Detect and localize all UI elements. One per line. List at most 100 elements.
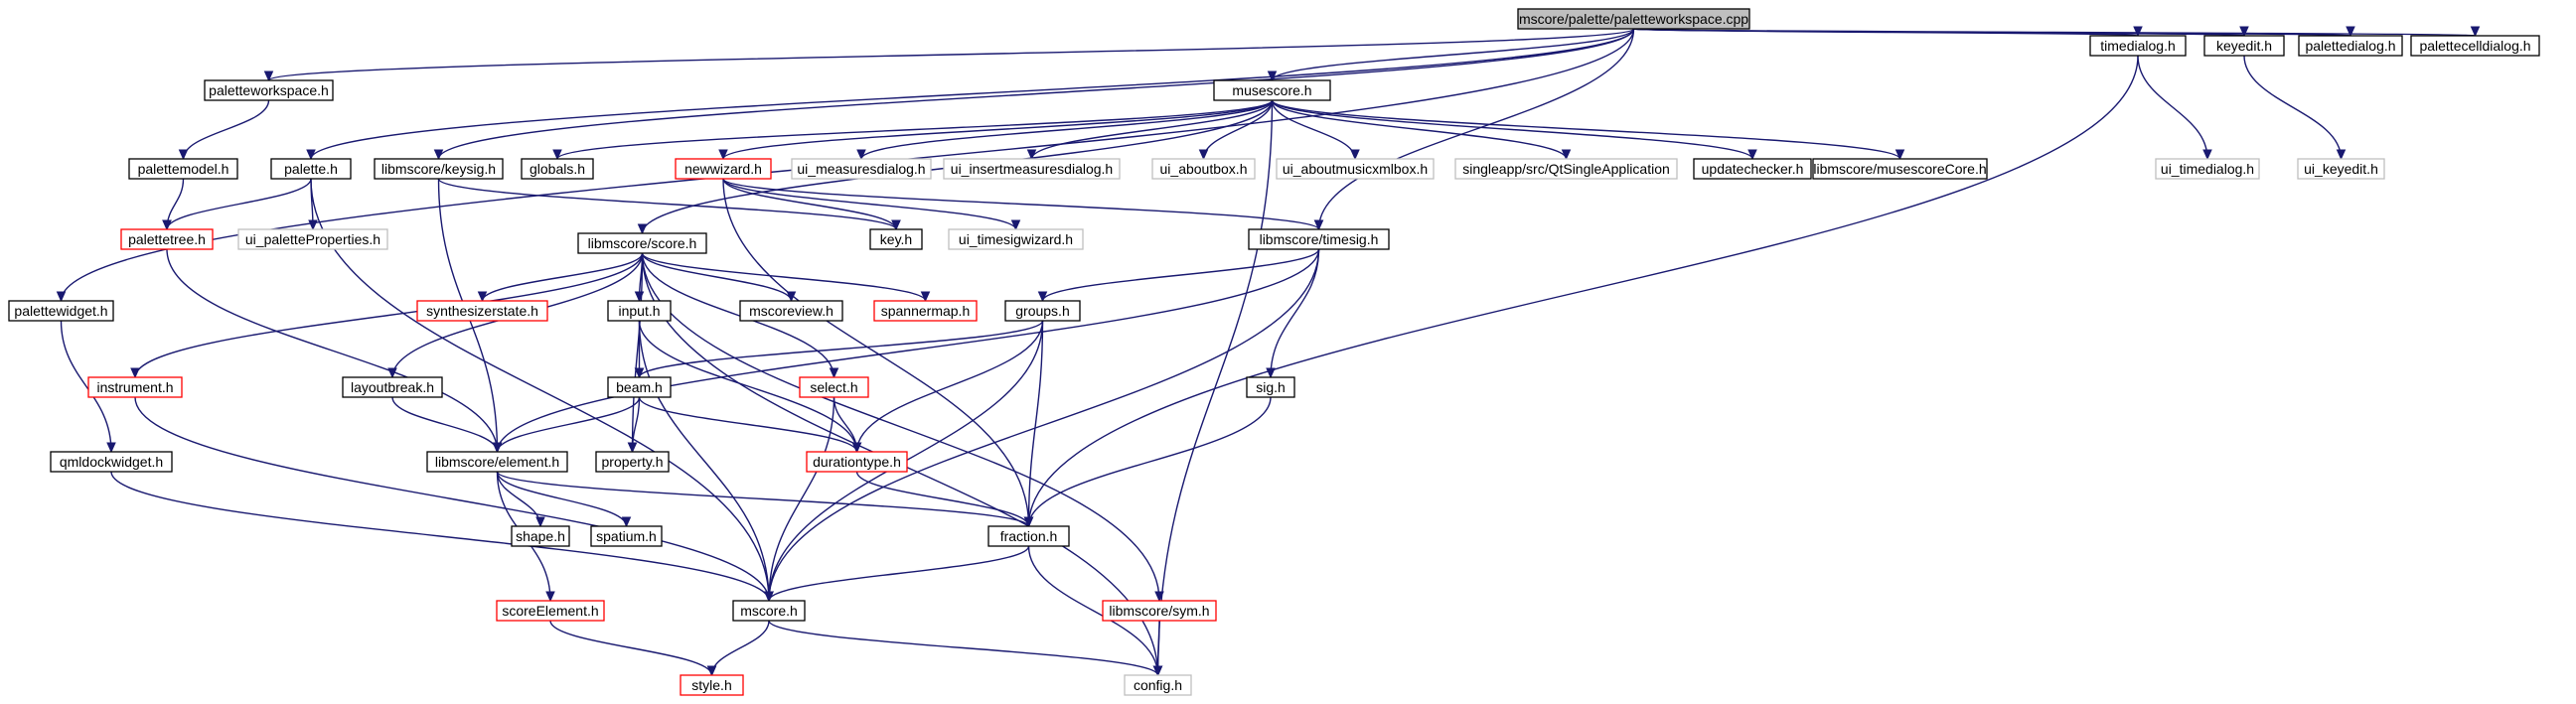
node-timedialog-h[interactable]: timedialog.h [2089,35,2187,57]
edge-arrowhead [621,516,632,528]
node-musescore-h[interactable]: musescore.h [1213,79,1331,101]
node-select-h[interactable]: select.h [799,376,869,398]
node-palettewidget-h[interactable]: palettewidget.h [8,300,114,322]
node-mscoreview-h[interactable]: mscoreview.h [739,300,843,322]
node-style-h[interactable]: style.h [680,674,744,696]
node-groups-h[interactable]: groups.h [1004,300,1081,322]
edge-arrowhead [2239,26,2249,38]
node-box [496,600,605,622]
node-keysig-h[interactable]: libmscore/keysig.h [374,158,504,180]
node-updatechecker-h[interactable]: updatechecker.h [1693,158,1812,180]
node-box [806,451,908,473]
edge-arrowhead [2202,149,2212,161]
edge-arrowhead [492,442,503,454]
edge-arrowhead [718,149,728,161]
node-label: property.h [602,454,664,470]
node-shape-h[interactable]: shape.h [511,525,570,547]
node-box [1812,158,1988,180]
node-label: synthesizerstate.h [426,303,538,319]
edge-fraction_h-to-config_h [1027,545,1159,676]
node-label: ui_aboutbox.h [1160,161,1248,177]
node-score-h[interactable]: libmscore/score.h [577,232,707,254]
node-label: timedialog.h [2100,38,2176,54]
node-ui-timesigwizard-h: ui_timesigwizard.h [948,228,1084,250]
node-property-h[interactable]: property.h [595,451,670,473]
edge-musescore_h-to-ui_insertmeasuresdialog_h [1030,99,1274,160]
edge-arrowhead [1023,516,1034,528]
node-spatium-h[interactable]: spatium.h [590,525,663,547]
node-ui-measuresdialog-h: ui_measuresdialog.h [791,158,932,180]
node-label: palettecelldialog.h [2419,38,2530,54]
node-mscore-h[interactable]: mscore.h [732,600,806,622]
edge-arrowhead [851,442,862,454]
node-box [511,525,570,547]
node-qmldockwidget-h[interactable]: qmldockwidget.h [50,451,173,473]
node-box [8,300,114,322]
node-label: updatechecker.h [1702,161,1804,177]
node-box [1248,228,1390,250]
node-palettemodel-h[interactable]: palettemodel.h [128,158,238,180]
node-palettecelldialog-h[interactable]: palettecelldialog.h [2410,35,2540,57]
edge-arrowhead [1313,219,1324,231]
node-box [416,300,548,322]
node-box [791,158,932,180]
node-root[interactable]: mscore/palette/paletteworkspace.cpp [1517,8,1750,30]
edge-musescore_h-to-ui_measuresdialog_h [860,99,1274,160]
edge-arrowhead [1010,219,1021,231]
node-timesig-h[interactable]: libmscore/timesig.h [1248,228,1390,250]
edge-timedialog_h-to-fraction_h [1027,55,2139,527]
node-palettedialog-h[interactable]: palettedialog.h [2298,35,2403,57]
edge-arrowhead [637,223,648,235]
node-beam-h[interactable]: beam.h [607,376,672,398]
node-input-h[interactable]: input.h [607,300,672,322]
edge-arrowhead [634,367,645,379]
node-scoreelement-h[interactable]: scoreElement.h [496,600,605,622]
node-ui-keyedit-h: ui_keyedit.h [2297,158,2385,180]
edge-root-to-palettecelldialog_h [1632,28,2477,37]
node-fraction-h[interactable]: fraction.h [987,525,1070,547]
node-sig-h[interactable]: sig.h [1246,376,1295,398]
node-label: ui_timedialog.h [2161,161,2254,177]
edge-root-to-palette_h [310,28,1635,160]
node-palettetree-h[interactable]: palettetree.h [120,228,214,250]
node-synthesizerstate-h[interactable]: synthesizerstate.h [416,300,548,322]
node-element-h[interactable]: libmscore/element.h [426,451,568,473]
edge-musescore_h-to-newwizard_h [722,99,1274,160]
node-label: ui_measuresdialog.h [797,161,925,177]
edge-timesig_h-to-element_h [496,248,1320,453]
edge-paletteworkspace_h-to-palettemodel_h [182,99,270,160]
node-globals-h[interactable]: globals.h [521,158,594,180]
node-box [426,451,568,473]
edge-palettetree_h-to-element_h [166,248,499,453]
node-label: select.h [810,379,857,395]
node-box [873,300,978,322]
node-newwizard-h[interactable]: newwizard.h [675,158,772,180]
node-durationtype-h[interactable]: durationtype.h [806,451,908,473]
node-musescorecore-h[interactable]: libmscore/musescoreCore.h [1812,158,1988,180]
node-paletteworkspace-h[interactable]: paletteworkspace.h [204,79,334,101]
node-label: libmscore/musescoreCore.h [1813,161,1986,177]
node-label: mscoreview.h [749,303,833,319]
node-layoutbreak-h[interactable]: layoutbreak.h [342,376,443,398]
edge-scoreelement_h-to-style_h [549,620,713,676]
node-qtsingleapp-h: singleapp/src/QtSingleApplication [1454,158,1678,180]
edge-fraction_h-to-mscore_h [768,545,1030,602]
node-label: mscore.h [740,603,798,619]
node-box [270,158,352,180]
node-label: singleapp/src/QtSingleApplication [1462,161,1670,177]
edge-arrowhead [2133,26,2143,38]
node-box [869,228,923,250]
node-sym-h[interactable]: libmscore/sym.h [1102,600,1217,622]
edge-timesig_h-to-mscore_h [768,248,1320,602]
node-spannermap-h[interactable]: spannermap.h [873,300,978,322]
node-label: config.h [1134,677,1182,693]
edge-arrowhead [829,367,839,379]
node-instrument-h[interactable]: instrument.h [87,376,183,398]
edge-score_h-to-instrument_h [134,252,644,378]
edge-arrowhead [634,291,645,303]
node-palette-h[interactable]: palette.h [270,158,352,180]
node-key-h[interactable]: key.h [869,228,923,250]
edge-arrowhead [477,291,488,303]
node-keyedit-h[interactable]: keyedit.h [2203,35,2285,57]
